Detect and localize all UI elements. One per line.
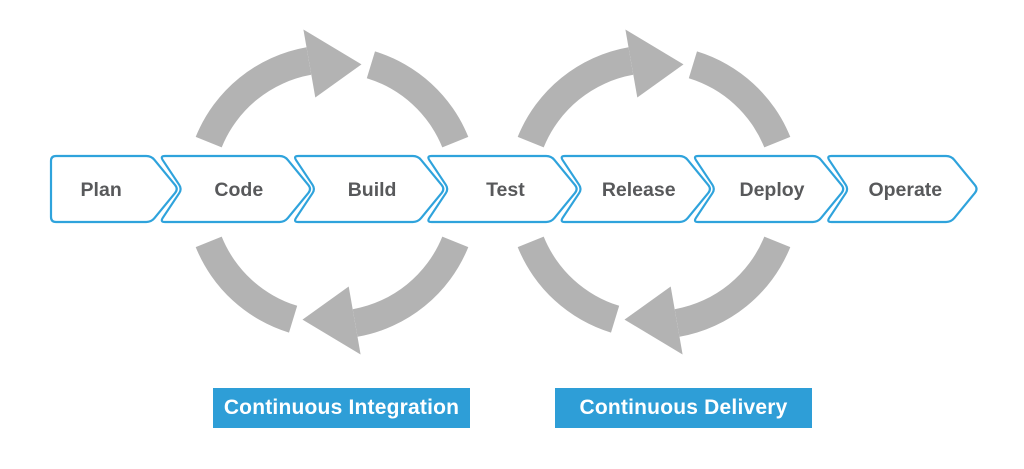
- stage-label-test: Test: [486, 179, 525, 201]
- stage-label-operate: Operate: [868, 179, 942, 201]
- continuous-integration-label: Continuous Integration: [213, 388, 470, 428]
- stage-label-release: Release: [602, 179, 676, 201]
- stage-chevron-plan: [49, 154, 178, 224]
- pipeline-stages: Plan Code Build Test Release Deploy Operate: [49, 154, 978, 224]
- stage-chevron-deploy: [693, 154, 845, 224]
- stage-chevron-code: [160, 154, 312, 224]
- stage-label-build: Build: [348, 179, 397, 201]
- stage-chevron-test: [427, 154, 578, 224]
- continuous-delivery-label: Continuous Delivery: [555, 388, 812, 428]
- stage-label-deploy: Deploy: [739, 179, 804, 201]
- stage-label-plan: Plan: [81, 179, 122, 201]
- stage-chevron-operate: [827, 154, 978, 224]
- stage-label-code: Code: [214, 179, 263, 201]
- stage-chevron-build: [294, 154, 445, 224]
- stage-chevron-release: [560, 154, 711, 224]
